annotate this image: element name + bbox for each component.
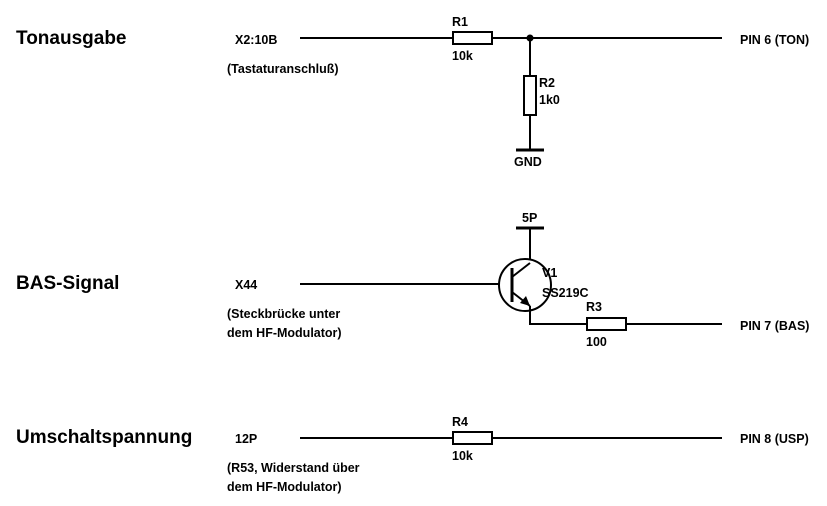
section-umschaltspannung: Umschaltspannung 12P (R53, Widerstand üb… xyxy=(16,415,809,494)
r1-name: R1 xyxy=(452,15,468,29)
r2-value: 1k0 xyxy=(539,93,560,107)
section-tonausgabe: Tonausgabe X2:10B (Tastaturanschluß) R1 … xyxy=(16,15,809,169)
input-note-line-2: dem HF-Modulator) xyxy=(227,480,342,494)
heading-umschaltspannung: Umschaltspannung xyxy=(16,427,192,448)
output-label-pin8: PIN 8 (USP) xyxy=(740,432,809,446)
input-note-line-1: (R53, Widerstand über xyxy=(227,461,360,475)
input-label-x44: X44 xyxy=(235,278,257,292)
heading-tonausgabe: Tonausgabe xyxy=(16,28,127,49)
resistor-r2 xyxy=(523,75,537,116)
resistor-r1 xyxy=(452,31,493,45)
r3-name: R3 xyxy=(586,300,602,314)
transistor-name: V1 xyxy=(542,266,557,280)
output-label-pin6: PIN 6 (TON) xyxy=(740,33,809,47)
r3-value: 100 xyxy=(586,335,607,349)
emitter-arrow-icon xyxy=(520,296,530,306)
transistor-collector-lead xyxy=(511,262,531,278)
r4-value: 10k xyxy=(452,449,473,463)
section-bas-signal: BAS-Signal X44 (Steckbrücke unter dem HF… xyxy=(16,211,809,349)
resistor-r3 xyxy=(586,317,627,331)
input-note-line-2: dem HF-Modulator) xyxy=(227,326,342,340)
input-label-12p: 12P xyxy=(235,432,257,446)
transistor-v1 xyxy=(498,258,552,312)
ground-label: GND xyxy=(514,155,542,169)
r4-name: R4 xyxy=(452,415,468,429)
wire-emitter-to-r3 xyxy=(529,306,587,325)
r1-value: 10k xyxy=(452,49,473,63)
heading-bas-signal: BAS-Signal xyxy=(16,273,119,294)
resistor-r4 xyxy=(452,431,493,445)
transistor-type: SS219C xyxy=(542,286,589,300)
input-note-tastaturanschluss: (Tastaturanschluß) xyxy=(227,62,339,76)
r2-name: R2 xyxy=(539,76,555,90)
input-label-x2-10b: X2:10B xyxy=(235,33,277,47)
input-note-line-1: (Steckbrücke unter xyxy=(227,307,340,321)
supply-label-5p: 5P xyxy=(522,211,537,225)
output-label-pin7: PIN 7 (BAS) xyxy=(740,319,809,333)
